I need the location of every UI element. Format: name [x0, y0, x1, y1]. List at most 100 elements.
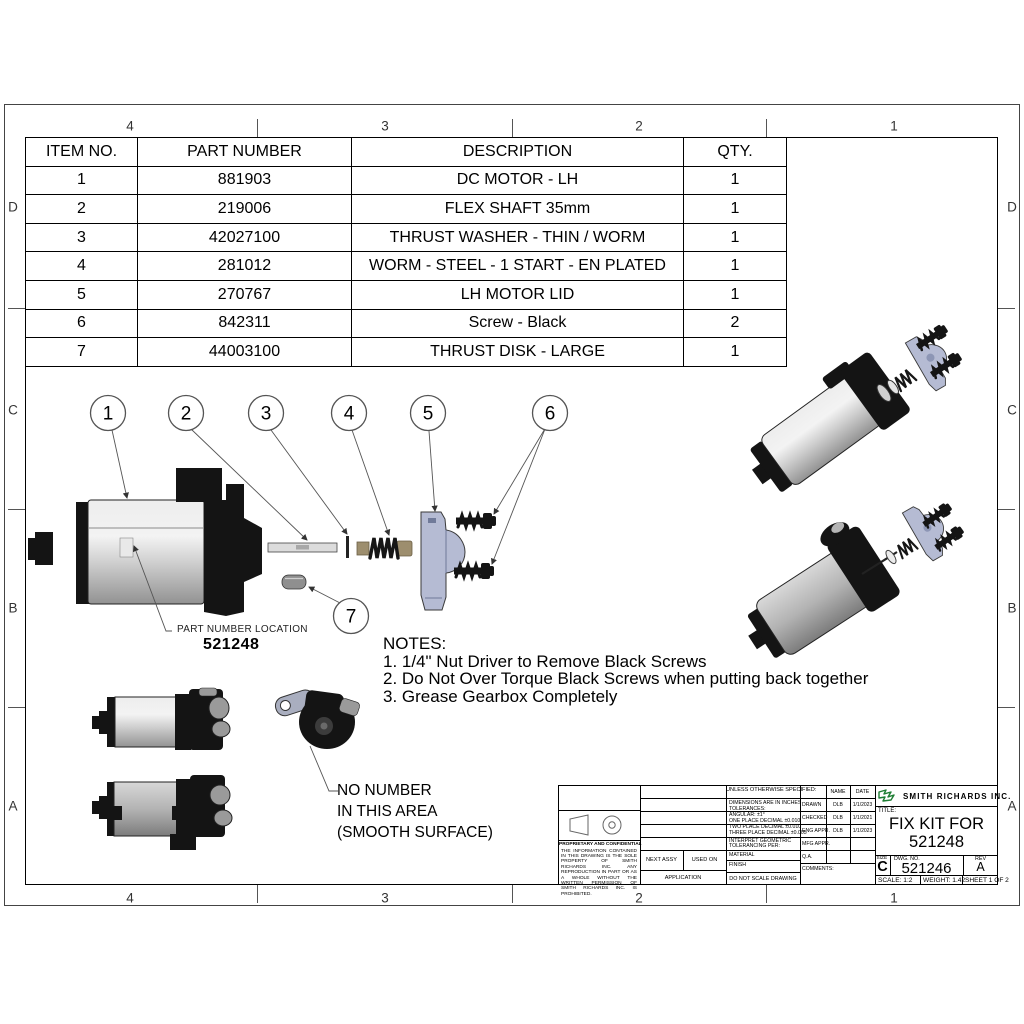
tolerance-line: ANGULAR: ±1° [729, 812, 765, 819]
approval-name: DLB [833, 814, 843, 821]
zone-tick [766, 885, 767, 903]
dc-motor-drawing [28, 468, 262, 616]
svg-text:5: 5 [423, 404, 434, 425]
used-on-label: USED ON [691, 857, 718, 863]
comments-label: COMMENTS: [802, 865, 834, 872]
zone-tick [998, 707, 1015, 708]
bom-header-part: PART NUMBER [137, 137, 352, 167]
bom-header-qty: QTY. [683, 137, 787, 167]
note-item-3: 3. Grease Gearbox Completely [383, 686, 618, 706]
sheet-value: SHEET 1 OF 2 [965, 876, 1009, 884]
dwg-no-value: 521246 [901, 859, 952, 877]
balloon-6: 6 [531, 394, 569, 432]
tolerance-line: TOLERANCES: [729, 806, 766, 813]
zone-tick [8, 308, 25, 309]
note-item-1: 1. 1/4" Nut Driver to Remove Black Screw… [383, 651, 707, 671]
third-angle-projection-icon [569, 814, 622, 836]
balloons: 1 2 3 4 5 6 7 [89, 394, 569, 635]
zone-tick [257, 885, 258, 903]
thrust-disk-drawing [281, 574, 307, 590]
balloon-5: 5 [409, 394, 447, 432]
drawing-title-line-1: FIX KIT FOR [888, 815, 985, 833]
approval-date: 1/1/2021 [852, 814, 873, 821]
proprietary-title: PROPRIETARY AND CONFIDENTIAL [559, 842, 642, 847]
motor-side-view-2 [92, 775, 233, 850]
dwg-no-label: DWG. NO. [894, 856, 920, 862]
svg-text:3: 3 [261, 404, 272, 425]
size-value: C [877, 858, 888, 875]
title-label: TITLE: [878, 808, 897, 814]
company-name: SMITH RICHARDS INC. [903, 791, 1012, 801]
scale-value: SCALE: 1:2 [878, 876, 913, 884]
worm-drawing [356, 537, 413, 560]
balloon-7: 7 [332, 597, 370, 635]
gearbox-part-view [274, 689, 360, 749]
sheet-outer-border [4, 104, 1020, 906]
next-assy-label: NEXT ASSY [646, 857, 677, 863]
tolerance-line: ONE PLACE DECIMAL ±0.010 [729, 818, 801, 825]
zone-tick [257, 119, 258, 137]
proprietary-body: THE INFORMATION CONTAINED IN THIS DRAWIN… [561, 848, 637, 897]
do-not-scale-label: DO NOT SCALE DRAWING [729, 876, 797, 882]
svg-text:1: 1 [103, 404, 114, 425]
motor-lid-drawing [420, 511, 466, 611]
thrust-washer-drawing [346, 536, 349, 558]
zone-tick [8, 509, 25, 510]
zone-label-top: 1 [890, 118, 898, 134]
zone-label-left: C [8, 402, 18, 418]
interpret-line-2: TOLERANCING PER: [729, 843, 780, 850]
zone-tick [8, 707, 25, 708]
motor-side-view-1 [92, 687, 231, 750]
zone-tick [512, 119, 513, 137]
approval-date: 1/1/2023 [852, 801, 873, 808]
approval-label-eng-appr: ENG APPR. [802, 827, 830, 834]
approval-label-drawn: DRAWN [802, 801, 822, 808]
iso-view-top [750, 321, 966, 492]
note-item-2: 2. Do Not Over Torque Black Screws when … [383, 669, 869, 689]
no-number-line-1: NO NUMBER [337, 782, 432, 799]
application-label: APPLICATION [664, 874, 702, 881]
zone-tick [512, 885, 513, 903]
approval-label-qa: Q.A. [802, 853, 813, 860]
zone-label-right: D [1007, 199, 1017, 215]
zone-label-bottom: 1 [890, 890, 898, 906]
drawing-title-line-2: 521248 [908, 833, 965, 851]
balloon-1: 1 [89, 394, 127, 432]
no-number-label: NO NUMBER IN THIS AREA (SMOOTH SURFACE) [337, 780, 493, 843]
rev-value: A [976, 860, 985, 874]
svg-text:2: 2 [181, 404, 192, 425]
zone-label-top: 3 [381, 118, 389, 134]
bom-header-desc: DESCRIPTION [351, 137, 684, 167]
zone-label-left: B [8, 600, 18, 616]
zone-tick [998, 308, 1015, 309]
finish-label: FINISH [729, 861, 747, 868]
zone-label-right: A [1007, 798, 1017, 814]
approval-date: 1/1/2023 [852, 827, 873, 834]
exploded-view [28, 468, 498, 616]
name-header: NAME [830, 788, 846, 795]
approval-label-mfg-appr: MFG APPR. [802, 840, 831, 847]
part-number-location-label: PART NUMBER LOCATION [177, 624, 308, 635]
flex-shaft-drawing [267, 542, 338, 553]
notes-block: NOTES: 1. 1/4" Nut Driver to Remove Blac… [383, 635, 868, 705]
zone-label-left: A [8, 798, 18, 814]
approval-label-checked: CHECKED [802, 814, 828, 821]
zone-tick [766, 119, 767, 137]
no-number-line-3: (SMOOTH SURFACE) [337, 824, 493, 841]
zone-label-bottom: 3 [381, 890, 389, 906]
part-number-value: 521248 [203, 636, 260, 653]
svg-text:7: 7 [346, 607, 357, 628]
size-label: SIZE [876, 856, 888, 861]
tolerance-line: DIMENSIONS ARE IN INCHES [729, 800, 802, 806]
notes-title: NOTES: [383, 634, 447, 653]
iso-view-bottom [747, 497, 968, 658]
approval-name: DLB [833, 827, 843, 834]
title-block: PROPRIETARY AND CONFIDENTIAL THE INFORMA… [558, 785, 1010, 897]
balloon-3: 3 [247, 394, 285, 432]
